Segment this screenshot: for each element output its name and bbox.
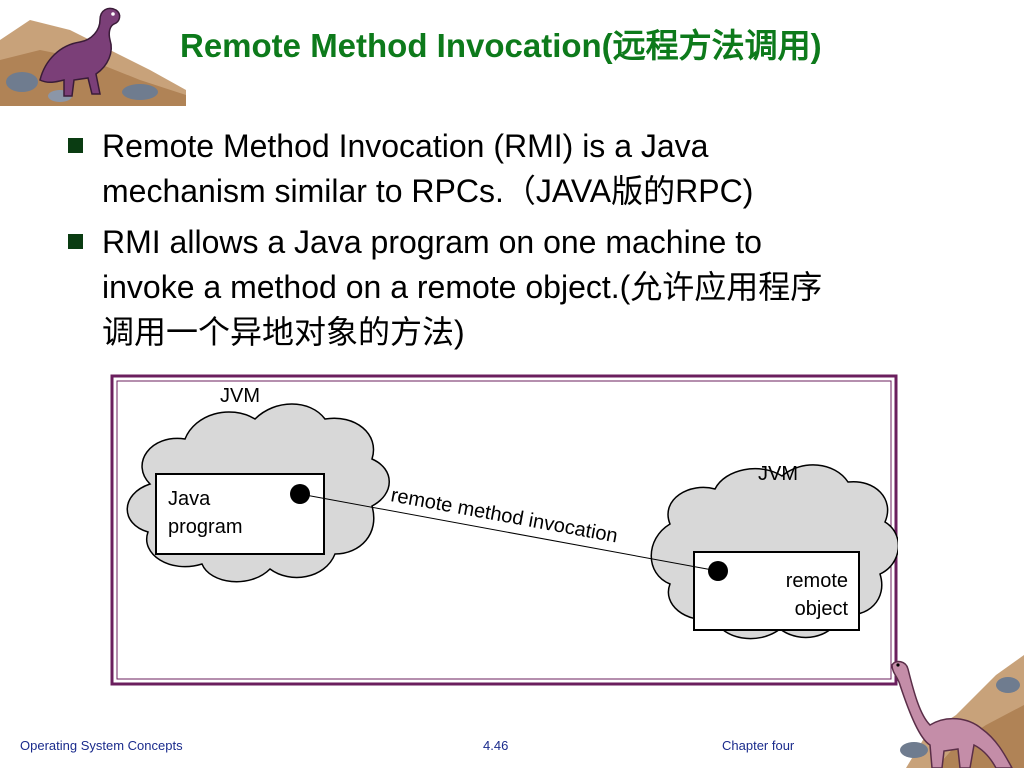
bullet-line: mechanism similar to RPCs.（JAVA版的RPC) bbox=[102, 173, 754, 209]
rmi-connection-line bbox=[299, 493, 719, 572]
bullet-line: 调用一个异地对象的方法) bbox=[102, 314, 465, 350]
left-jvm-label: JVM bbox=[220, 385, 260, 407]
bullet-item-rmi-definition: Remote Method Invocation (RMI) is a Java… bbox=[64, 124, 964, 214]
java-program-label-line2: program bbox=[168, 516, 242, 538]
dinosaur-bottom-right-illustration bbox=[891, 655, 1024, 768]
remote-object-label-line2: object bbox=[795, 598, 849, 620]
remote-object-label-line1: remote bbox=[786, 570, 848, 592]
footer-page-number: 4.46 bbox=[483, 738, 509, 753]
right-jvm-label: JVM bbox=[758, 463, 798, 485]
bullet-list: Remote Method Invocation (RMI) is a Java… bbox=[64, 124, 964, 361]
bullet-line: invoke a method on a remote object.(允许应用… bbox=[102, 269, 823, 305]
slide-title: Remote Method Invocation(远程方法调用) bbox=[180, 27, 822, 64]
footer-chapter: Chapter four bbox=[722, 738, 795, 753]
square-bullet-icon bbox=[68, 234, 83, 249]
dinosaur-top-left-illustration bbox=[0, 7, 186, 106]
bullet-line: RMI allows a Java program on one machine… bbox=[102, 224, 762, 260]
java-program-label-line1: Java bbox=[168, 488, 211, 510]
bullet-item-rmi-usage: RMI allows a Java program on one machine… bbox=[64, 220, 964, 355]
bullet-line: Remote Method Invocation (RMI) is a Java bbox=[102, 128, 709, 164]
footer-course-title: Operating System Concepts bbox=[20, 738, 183, 753]
square-bullet-icon bbox=[68, 138, 83, 153]
rmi-diagram: JVM JVM Java program remote object remot… bbox=[110, 374, 898, 686]
